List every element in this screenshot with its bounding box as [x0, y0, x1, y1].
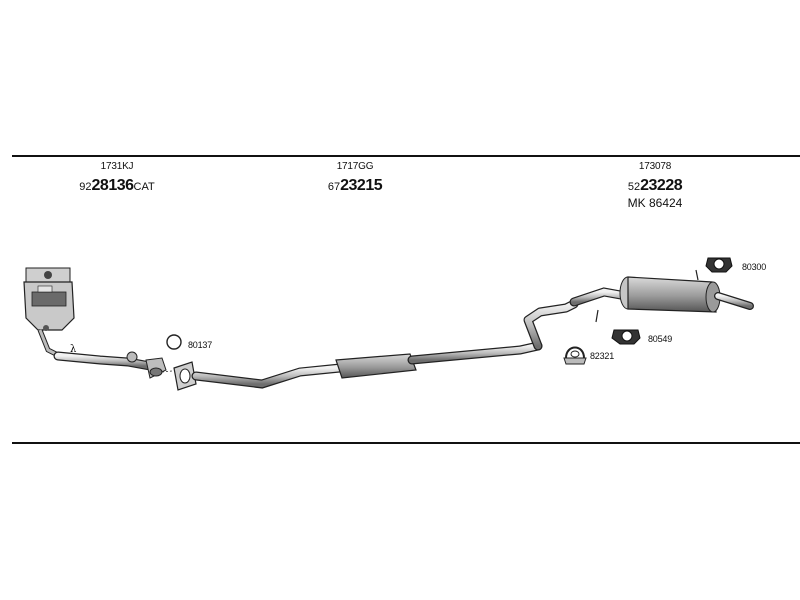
front-part-suffix: CAT — [133, 181, 155, 193]
front-part-number: 28136 — [91, 177, 135, 194]
middle-part-prefix: 67 — [327, 181, 341, 193]
catalytic-converter — [23, 267, 75, 359]
rear-part-prefix: 52 — [627, 181, 641, 193]
top-divider-line — [12, 155, 800, 157]
rear-section-part-number: 5223228 — [600, 178, 710, 194]
part-label-hanger-top: 80300 — [742, 262, 767, 272]
bottom-divider-line — [12, 442, 800, 444]
sealing-ring — [166, 334, 182, 350]
middle-section-labels: 1717GG 6723215 — [300, 162, 410, 194]
front-section-labels: 1731KJ 9228136CAT — [62, 162, 172, 194]
front-section-code: 1731KJ — [100, 161, 134, 172]
middle-section-code: 1717GG — [336, 161, 374, 172]
middle-pipe-with-resonator — [191, 299, 579, 389]
rear-section-labels: 173078 5223228 MK 86424 — [600, 161, 710, 210]
front-section-part-number: 9228136CAT — [62, 178, 172, 194]
rear-part-number: 23228 — [640, 177, 683, 194]
part-label-clamp: 82321 — [590, 351, 615, 361]
rubber-hanger-80300 — [705, 257, 733, 273]
rear-muffler — [569, 269, 754, 323]
lambda-sensor-symbol: λ — [70, 344, 77, 355]
middle-section-part-number: 6723215 — [300, 178, 410, 194]
middle-part-number: 23215 — [340, 177, 383, 194]
front-part-prefix: 92 — [79, 181, 92, 193]
rear-section-code: 173078 — [638, 161, 672, 172]
flange-gasket — [161, 361, 197, 391]
pipe-clamp-82321 — [563, 346, 587, 365]
rear-mk-number: MK 86424 — [627, 196, 683, 210]
part-label-hanger-bottom: 80549 — [648, 334, 673, 344]
part-label-ring: 80137 — [188, 340, 213, 350]
front-pipe: λ — [53, 344, 167, 379]
rubber-hanger-80549 — [611, 329, 641, 345]
